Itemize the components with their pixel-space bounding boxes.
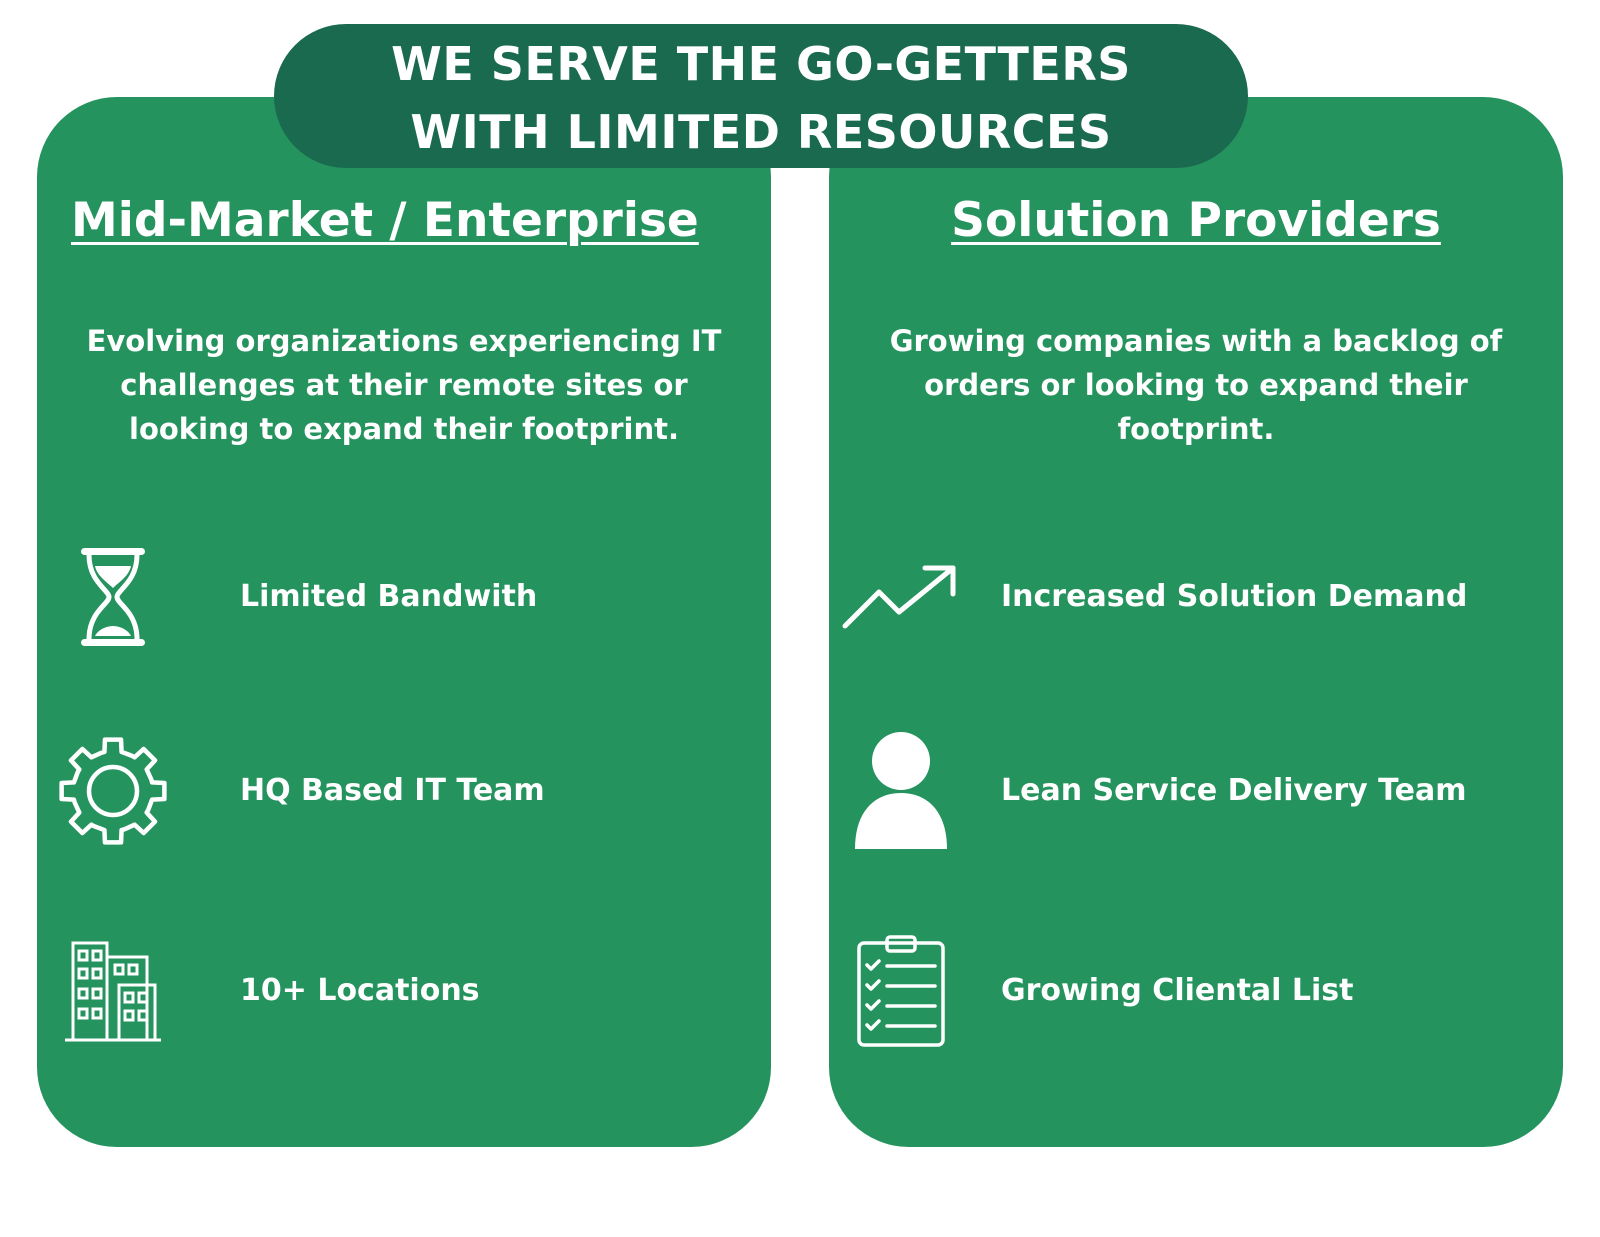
- feature-hq-it-team: HQ Based IT Team: [37, 731, 771, 851]
- banner-title-line-1: WE SERVE THE GO-GETTERS: [391, 37, 1131, 91]
- mid-market-description: Evolving organizations experiencing IT c…: [86, 324, 722, 446]
- feature-limited-bandwidth: Limited Bandwith: [37, 537, 771, 657]
- feature-label: Limited Bandwith: [240, 579, 538, 614]
- solution-providers-title: Solution Providers: [951, 193, 1441, 248]
- header-banner: WE SERVE THE GO-GETTERS WITH LIMITED RES…: [274, 24, 1248, 168]
- feature-label: Lean Service Delivery Team: [1001, 773, 1467, 808]
- feature-increased-demand: Increased Solution Demand: [829, 537, 1563, 657]
- feature-label: Increased Solution Demand: [1001, 579, 1468, 614]
- feature-label: Growing Cliental List: [1001, 973, 1354, 1008]
- gear-icon: [53, 731, 173, 851]
- checklist-icon: [841, 931, 961, 1051]
- mid-market-title: Mid-Market / Enterprise: [71, 193, 699, 248]
- feature-label: HQ Based IT Team: [240, 773, 545, 808]
- trending-up-icon: [841, 537, 961, 657]
- feature-locations: 10+ Locations: [37, 931, 771, 1051]
- buildings-icon: [53, 931, 173, 1051]
- solution-providers-description: Growing companies with a backlog of orde…: [889, 324, 1503, 446]
- mid-market-panel: Mid-Market / Enterprise Evolving organiz…: [37, 97, 771, 1147]
- person-icon: [841, 731, 961, 851]
- feature-label: 10+ Locations: [240, 973, 480, 1008]
- banner-title-line-2: WITH LIMITED RESOURCES: [410, 105, 1112, 159]
- feature-growing-list: Growing Cliental List: [829, 931, 1563, 1051]
- feature-lean-team: Lean Service Delivery Team: [829, 731, 1563, 851]
- solution-providers-panel: Solution Providers Growing companies wit…: [829, 97, 1563, 1147]
- hourglass-icon: [53, 537, 173, 657]
